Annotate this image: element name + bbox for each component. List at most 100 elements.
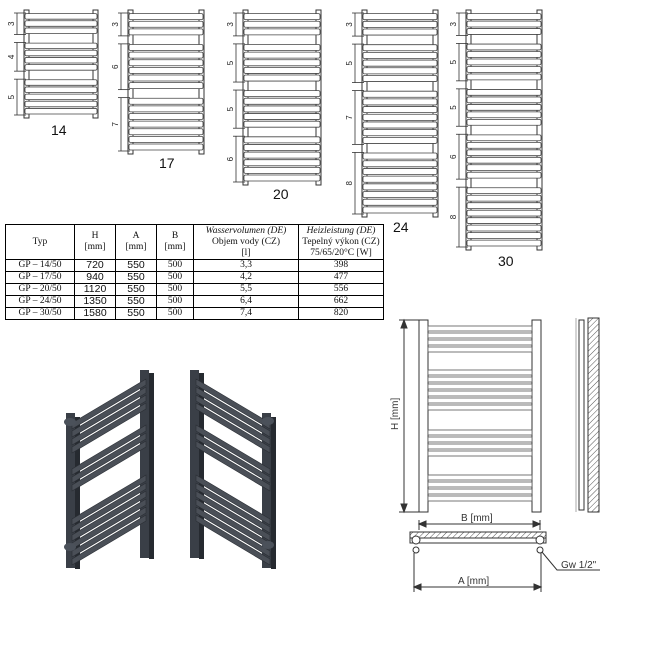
radiator-bar [71,378,147,430]
front-bar [427,325,533,332]
arrow [417,520,427,528]
col-h: H [mm] [74,224,116,260]
model-label-30: 30 [498,253,514,269]
radiator-bar [195,506,271,558]
radiator-bar [71,506,147,558]
bar [128,135,204,143]
model-label-20: 20 [273,186,289,202]
bar [466,104,542,111]
valve [64,543,76,551]
vertical-post-right [531,319,542,513]
bar [362,90,438,98]
front-bar [427,474,533,481]
radiator-bar [195,378,271,430]
model-drawing: 345 [7,9,99,119]
valve-circle [536,546,544,554]
bar [362,168,438,175]
cell-b: 500 [156,307,194,320]
bar [362,160,438,168]
table-header-row: Typ H [mm] A [mm] B [mm] Wasservolumen (… [5,224,384,260]
side-section-drawing [575,317,600,513]
front-bar [427,450,533,457]
front-bar [427,481,533,488]
bar [243,174,321,182]
bar [243,120,321,128]
bar [362,121,438,129]
cell-typ: GP – 30/50 [5,307,75,320]
bar [128,143,204,151]
group-count-label: 5 [226,60,235,65]
pipe-circle [411,535,421,545]
bar [24,13,98,20]
bar [466,164,542,172]
group-count-label: 5 [345,61,354,66]
group-count-label: 3 [226,22,235,27]
radiator-bar [195,432,271,484]
cell-a: 550 [115,283,157,296]
front-bar [427,332,533,339]
col-a: A [mm] [115,224,157,260]
bar [243,97,321,105]
bar [243,44,321,51]
radiator-bar [71,424,147,476]
bar [24,64,98,71]
bar [243,13,321,21]
cell-h: 1120 [74,283,116,296]
arrow [412,583,422,591]
bar [243,151,321,159]
bar [24,79,98,86]
group-count-label: 5 [226,106,235,111]
bar [128,97,204,105]
bar [466,224,542,232]
valve [64,418,76,426]
bar [362,183,438,191]
cell-a: 550 [115,307,157,320]
radiator-post [271,417,276,569]
bar [466,194,542,202]
front-bar [427,339,533,346]
bar [24,27,98,34]
post [23,9,30,119]
bar [243,20,321,28]
arrow [400,503,408,514]
group-count-label: 5 [7,94,16,99]
group-count-label: 3 [7,21,16,26]
model-label-14: 14 [51,122,67,138]
post [465,9,472,251]
cell-b: 500 [156,283,194,296]
bar [243,28,321,36]
post [92,9,99,119]
front-bar [427,390,533,397]
bar [243,136,321,144]
bar [466,232,542,239]
bar [466,217,542,224]
bar [362,136,438,144]
bar [24,108,98,115]
bar [243,74,321,82]
radiator-bar [71,402,147,454]
bar [362,75,438,82]
bar [24,93,98,101]
radiator-bar [195,394,271,446]
bar [466,239,542,247]
bar [466,118,542,126]
bar [362,51,438,59]
cell-a: 550 [115,259,157,272]
bar [128,128,204,136]
group-count-label: 5 [449,105,458,110]
bar [128,28,204,36]
radiator-bar [71,386,147,438]
radiator-bar [71,432,147,484]
radiator-bars [195,378,271,566]
front-bar [427,429,533,436]
col-typ: Typ [5,224,75,260]
b-dimension-label: B [mm] [461,513,493,524]
bar [466,156,542,164]
group-count-label: 7 [111,122,120,127]
radiator-bar [71,514,147,566]
post [127,9,134,155]
